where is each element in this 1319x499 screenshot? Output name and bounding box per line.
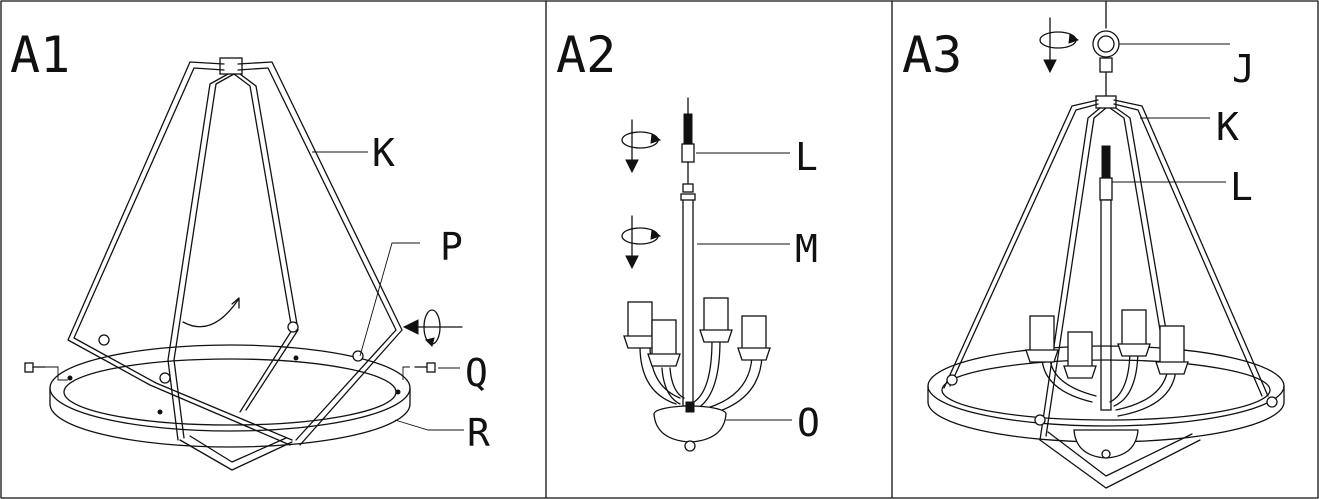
- label-q: Q: [465, 351, 488, 395]
- stem-m: [680, 193, 696, 407]
- ring-r: [49, 321, 411, 448]
- frame-k: [943, 95, 1269, 489]
- candle-socket: [737, 315, 771, 361]
- left-arrow-icon: [402, 319, 463, 335]
- down-arrow-icon: [625, 215, 639, 270]
- label-r: R: [467, 411, 490, 455]
- rotate-hint-arrow: [182, 299, 239, 328]
- panel-a2: A2: [556, 26, 820, 452]
- rotate-hint-arrowhead: [231, 297, 240, 309]
- rotate-icon: [423, 309, 441, 347]
- threaded-rod-l: [1099, 145, 1113, 411]
- label-k: K: [372, 131, 395, 175]
- candle-socket: [623, 301, 657, 349]
- frame-k: [67, 57, 403, 471]
- candle-socket: [647, 319, 681, 367]
- leader-p: [359, 242, 420, 357]
- leader-r: [394, 419, 464, 431]
- screw-q-right: [402, 362, 436, 380]
- candle-arms: [639, 339, 763, 417]
- rotate-icon: [1039, 31, 1080, 49]
- candle-socket: [1155, 325, 1189, 375]
- label-m: M: [795, 227, 818, 271]
- loop-j: [1092, 1, 1120, 97]
- label-l: L: [1230, 165, 1253, 209]
- label-o: O: [797, 401, 820, 445]
- panel-a1-title: A1: [10, 26, 70, 84]
- label-l: L: [795, 135, 818, 179]
- label-j: J: [1232, 47, 1255, 91]
- panel-a1: A1: [10, 26, 490, 471]
- threaded-rod-l: [681, 97, 695, 193]
- rotate-icon: [621, 131, 662, 149]
- label-k: K: [1216, 105, 1239, 149]
- candle-socket: [1117, 309, 1151, 357]
- rotate-icon: [621, 227, 662, 245]
- panel-a2-title: A2: [556, 26, 616, 84]
- panel-a3: A3: [902, 1, 1285, 489]
- label-p: P: [440, 225, 463, 269]
- down-arrow-icon: [625, 119, 639, 174]
- candle-socket: [1063, 331, 1097, 379]
- candle-socket: [1025, 315, 1059, 363]
- panel-a3-title: A3: [902, 26, 962, 84]
- candle-socket: [699, 297, 733, 343]
- bowl-o: [653, 401, 727, 452]
- down-arrow-icon: [1043, 17, 1057, 74]
- screw-q-left: [24, 362, 68, 381]
- bowl: [1073, 429, 1139, 459]
